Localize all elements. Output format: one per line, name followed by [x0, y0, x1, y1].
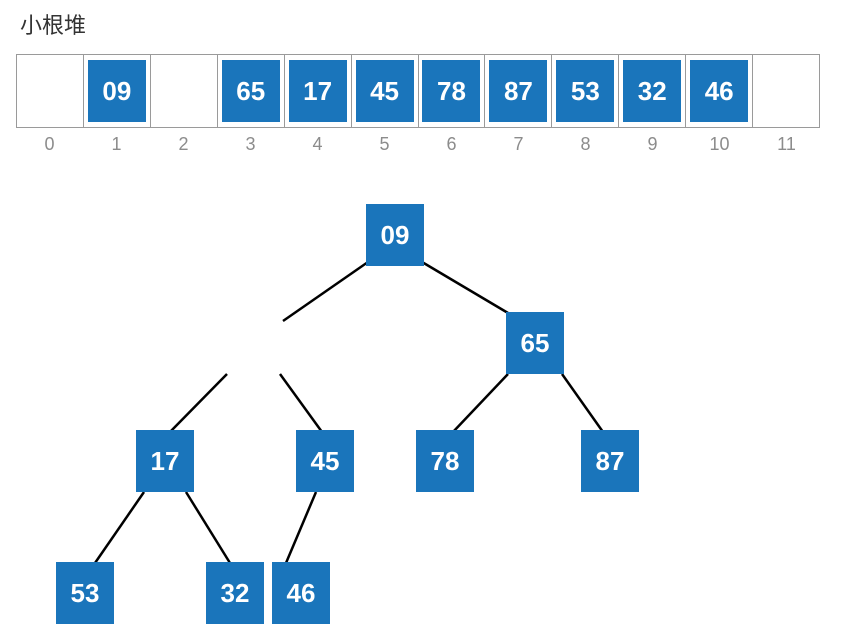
array-cell-0	[17, 55, 84, 127]
array-cell-1: 09	[84, 55, 151, 127]
tree-node-65: 65	[506, 312, 564, 374]
edge-17-to-32	[184, 491, 232, 564]
array-cell-2	[151, 55, 218, 127]
array-cell-6: 78	[419, 55, 486, 127]
array-index-0: 0	[44, 134, 55, 154]
tree-node-09: 09	[366, 204, 424, 266]
array-cell-7: 87	[485, 55, 553, 127]
array-index-1: 1	[111, 134, 122, 154]
array-index-8: 8	[580, 134, 591, 154]
edge-missing-to-17	[169, 373, 228, 433]
tree-node-46: 46	[272, 562, 330, 624]
tree-node-53: 53	[56, 562, 114, 624]
array-index-row: 0 1 2 3 4 5 6 7 8 9 10 11	[16, 134, 820, 158]
array-value-3: 65	[221, 60, 280, 122]
tree-node-78: 78	[416, 430, 474, 492]
array-value-6: 78	[422, 60, 481, 122]
edge-65-to-78	[452, 373, 509, 433]
array-index-11: 11	[777, 134, 796, 154]
edge-17-to-53	[93, 491, 146, 564]
array-cell-10: 46	[686, 55, 754, 127]
array-index-6: 6	[446, 134, 457, 154]
edge-65-to-87	[560, 373, 605, 433]
tree-node-87: 87	[581, 430, 639, 492]
array-cell-3: 65	[218, 55, 285, 127]
array-cell-8: 53	[552, 55, 620, 127]
array-cell-9: 32	[619, 55, 687, 127]
array-index-9: 9	[647, 134, 658, 154]
array-cell-4: 17	[285, 55, 352, 127]
array-index-2: 2	[178, 134, 189, 154]
tree-node-17: 17	[136, 430, 194, 492]
array-value-7: 87	[489, 60, 548, 122]
heap-title: 小根堆	[20, 14, 87, 39]
array-value-10: 46	[690, 60, 749, 122]
heap-array: 09 65 17 45 78 87 53 32 46	[16, 54, 820, 128]
array-cell-5: 45	[352, 55, 419, 127]
edge-root-to-missing-left	[282, 260, 369, 323]
array-value-1: 09	[87, 60, 146, 122]
array-index-4: 4	[312, 134, 323, 154]
array-value-9: 32	[623, 60, 682, 122]
tree-node-45: 45	[296, 430, 354, 492]
array-index-7: 7	[513, 134, 524, 154]
edge-root-to-65	[421, 260, 509, 315]
array-index-10: 10	[709, 134, 730, 154]
array-value-4: 17	[288, 60, 347, 122]
array-value-5: 45	[355, 60, 414, 122]
edge-45-to-46	[284, 491, 318, 564]
tree-node-32: 32	[206, 562, 264, 624]
array-index-3: 3	[245, 134, 256, 154]
array-index-5: 5	[379, 134, 390, 154]
array-value-8: 53	[556, 60, 615, 122]
edge-missing-to-45	[278, 373, 324, 433]
